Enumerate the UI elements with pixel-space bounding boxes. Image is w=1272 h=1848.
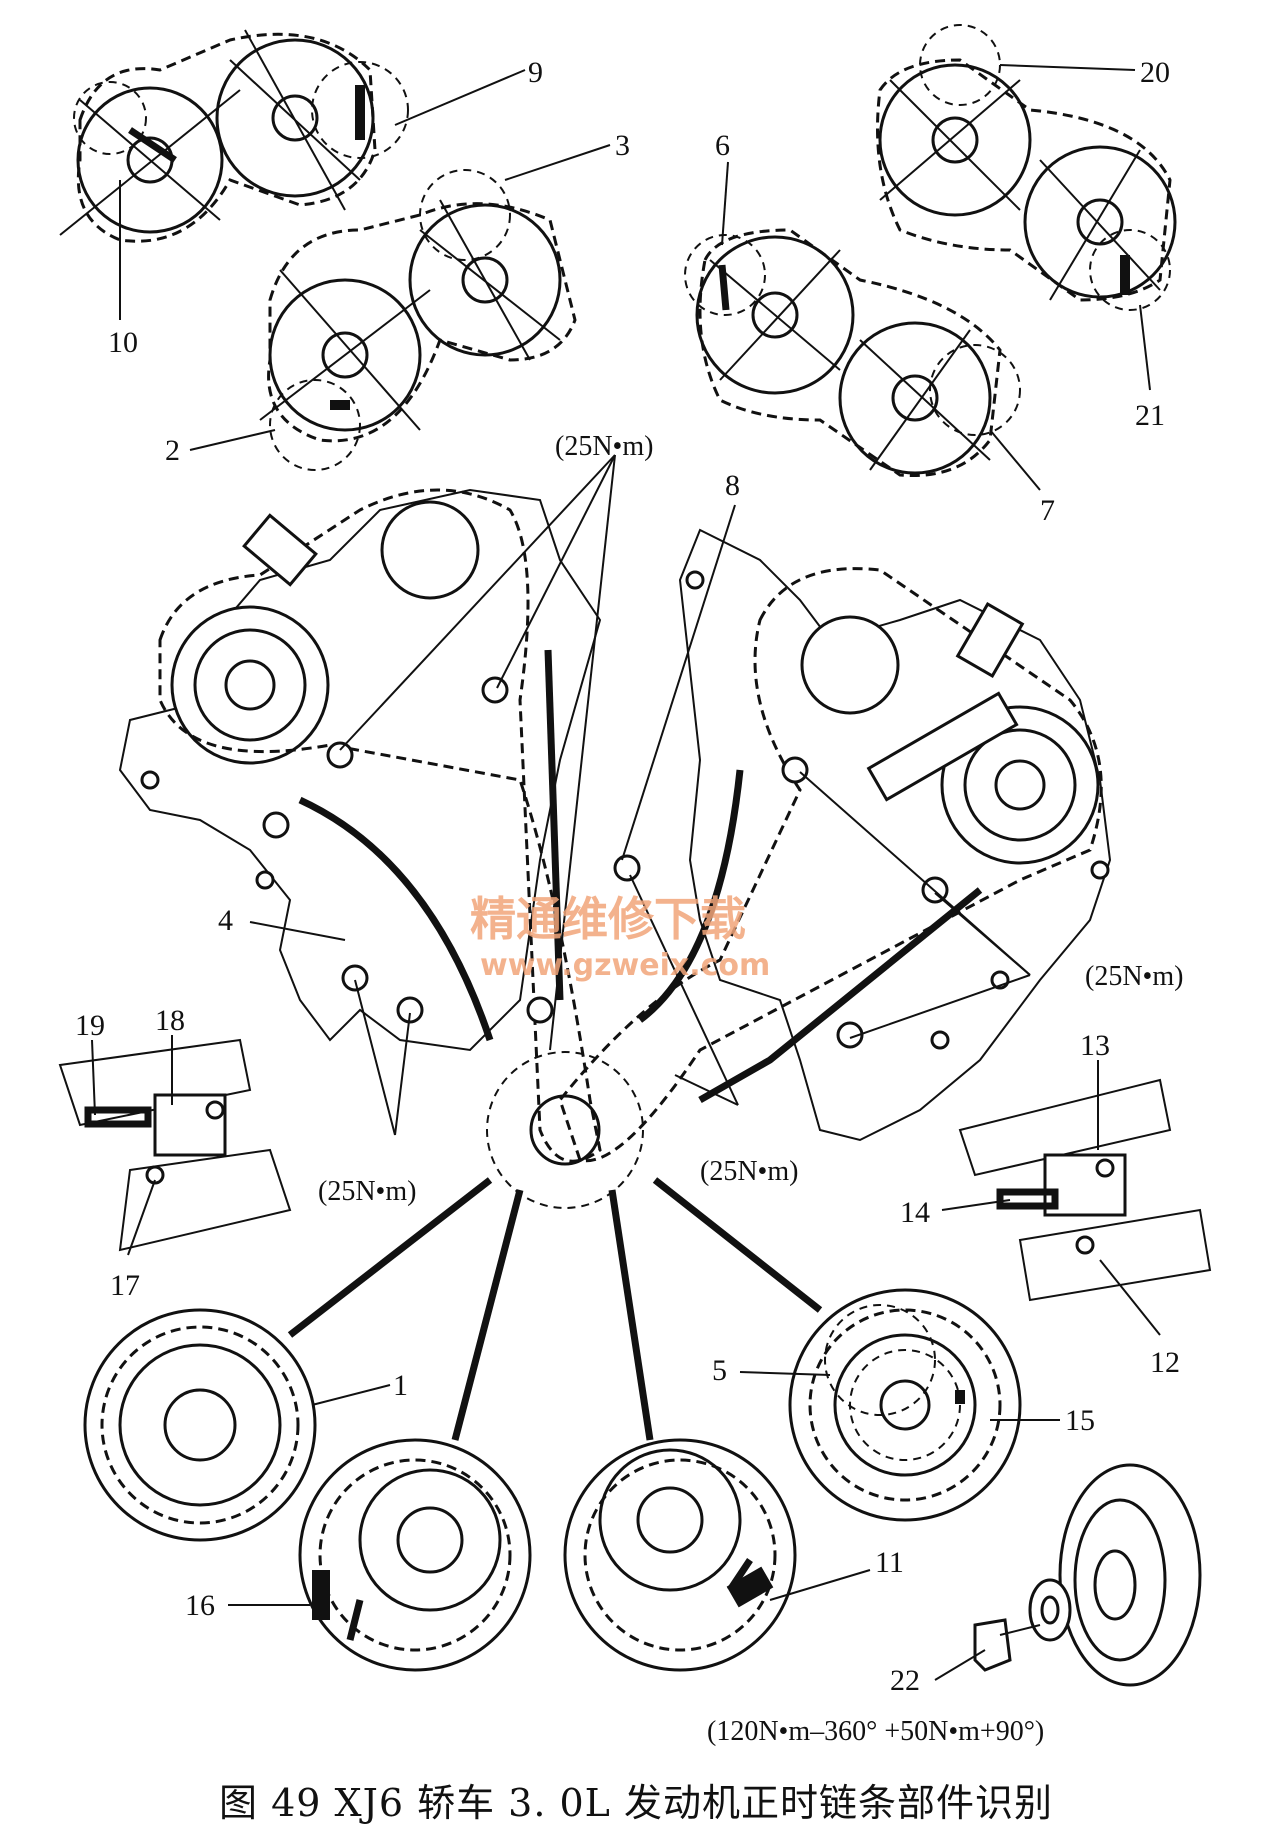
label-9: 9 [528, 56, 543, 89]
label-2: 2 [165, 434, 180, 467]
cam-sprockets-right-a [684, 228, 1021, 478]
torque-label-right: (25N•m) [1085, 961, 1183, 992]
torque-label-upper: (25N•m) [555, 431, 653, 462]
label-5: 5 [712, 1354, 727, 1387]
label-20: 20 [1140, 56, 1170, 89]
torque-label-bolt: (120N•m–360° +50N•m+90°) [707, 1716, 1044, 1747]
engine-front-assembly [118, 454, 1112, 1209]
torque-label-lower-center: (25N•m) [700, 1156, 798, 1187]
label-6: 6 [715, 129, 730, 162]
detail-circle-16 [298, 1438, 532, 1672]
label-13: 13 [1080, 1029, 1110, 1062]
label-10: 10 [108, 326, 138, 359]
detail-circle-11 [563, 1438, 797, 1672]
cam-sprockets-left-b [259, 169, 577, 471]
label-7: 7 [1040, 494, 1055, 527]
label-4: 4 [218, 904, 233, 937]
detail-circle-5 [788, 1288, 1022, 1522]
detail-circle-1 [83, 1308, 317, 1542]
label-22: 22 [890, 1664, 920, 1697]
figure-caption: 图 49 XJ6 轿车 3. 0L 发动机正时链条部件识别 [219, 1781, 1053, 1825]
cam-sprockets-right-b [876, 24, 1177, 311]
label-1: 1 [393, 1369, 408, 1402]
crank-pulley [973, 1463, 1202, 1687]
label-3: 3 [615, 129, 630, 162]
tensioner-detail-left [58, 1038, 292, 1252]
label-11: 11 [875, 1546, 904, 1579]
cam-sprockets-left-a [59, 29, 409, 243]
watermark-title: 精通维修下载 [470, 892, 746, 946]
torque-label-lower-left: (25N•m) [318, 1176, 416, 1207]
label-14: 14 [900, 1196, 930, 1229]
label-18: 18 [155, 1004, 185, 1037]
tensioner-detail-right [958, 1078, 1212, 1302]
label-21: 21 [1135, 399, 1165, 432]
label-15: 15 [1065, 1404, 1095, 1437]
label-12: 12 [1150, 1346, 1180, 1379]
label-16: 16 [185, 1589, 215, 1622]
watermark-url: www.gzweix.com [480, 948, 770, 983]
label-8: 8 [725, 469, 740, 502]
label-17: 17 [110, 1269, 140, 1302]
label-19: 19 [75, 1009, 105, 1042]
